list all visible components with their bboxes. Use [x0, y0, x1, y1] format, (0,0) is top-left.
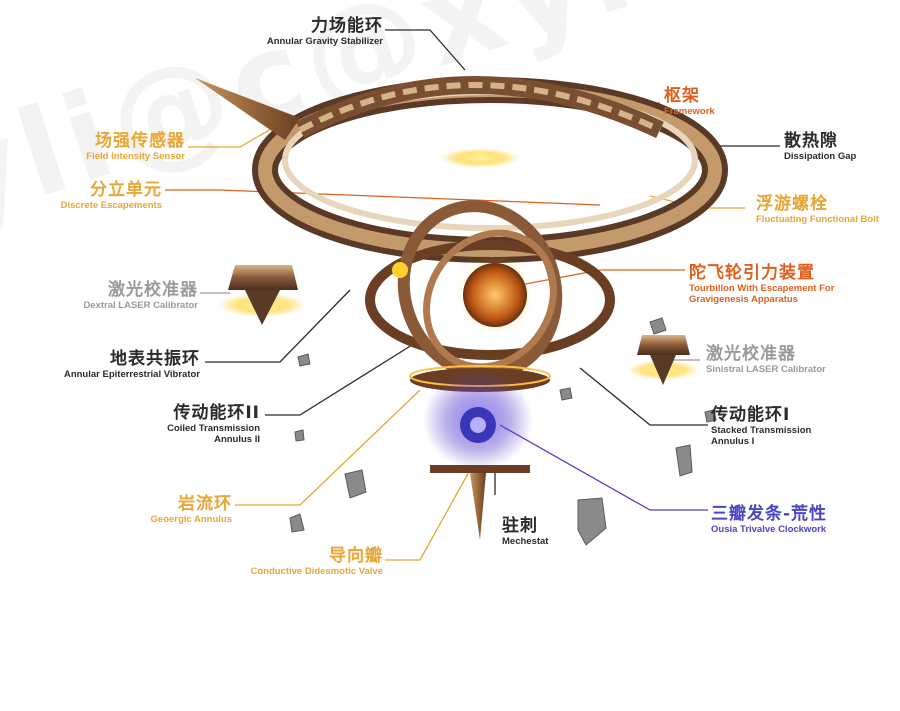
label-zh: 枢架 — [664, 86, 700, 106]
leader-stacked — [579, 367, 708, 426]
label-en: Sinistral LASER Calibrator — [706, 364, 826, 375]
label-en: Geoergic Annulus — [150, 514, 232, 525]
label-zh: 三瓣发条-荒性 — [711, 504, 828, 524]
label-zh: 浮游螺栓 — [756, 194, 828, 214]
label-en: Ousia Trivalve Clockwork — [711, 524, 827, 535]
label-ousia-clockwork: 三瓣发条-荒性 Ousia Trivalve Clockwork — [711, 504, 871, 535]
label-zh: 导向瓣 — [329, 546, 383, 566]
label-zh: 驻刺 — [502, 516, 538, 536]
label-zh: 激光校准器 — [108, 280, 198, 300]
label-framework: 枢架 Framework — [664, 86, 784, 117]
label-mechestat: 驻刺 Mechestat — [502, 516, 582, 547]
label-field-intensity-sensor: 场强传感器 Field Intensity Sensor — [50, 131, 185, 162]
label-en-line2: Gravigenesis Apparatus — [689, 294, 798, 305]
leader-discrete — [165, 189, 601, 206]
ousia-core — [423, 370, 533, 470]
label-zh: 岩流环 — [178, 494, 232, 514]
label-zh: 激光校准器 — [706, 344, 796, 364]
device-illustration — [165, 29, 780, 561]
dextral-calibrator — [218, 265, 306, 325]
label-zh: 分立单元 — [90, 180, 162, 200]
floating-debris — [289, 317, 717, 546]
label-discrete-escapements: 分立单元 Discrete Escapements — [30, 180, 162, 211]
label-zh: 传动能环I — [711, 405, 791, 425]
label-zh: 力场能环 — [311, 16, 383, 36]
field-sensor-spike — [195, 78, 300, 140]
label-en: Conductive Didesmotic Valve — [250, 566, 383, 577]
label-zh: 传动能环II — [173, 403, 260, 423]
tourbillon-assembly — [365, 200, 615, 380]
label-en: Dissipation Gap — [784, 151, 857, 162]
label-en-line2: Annulus I — [711, 436, 755, 447]
label-tourbillon: 陀飞轮引力装置 Tourbillon With Escapement For G… — [689, 263, 889, 305]
label-en-line1: Tourbillon With Escapement For — [689, 283, 835, 294]
label-zh: 场强传感器 — [95, 131, 185, 151]
label-en: Dextral LASER Calibrator — [83, 300, 198, 311]
leader-tourbillon — [519, 269, 685, 286]
label-en: Annular Epiterrestrial Vibrator — [63, 369, 200, 380]
label-fluctuating-bolt: 浮游螺栓 Fluctuating Functional Bolt — [756, 194, 898, 225]
label-en: Mechestat — [502, 536, 549, 547]
label-geoergic-annulus: 岩流环 Geoergic Annulus — [110, 494, 232, 525]
label-en-line1: Stacked Transmission — [711, 425, 812, 436]
label-epiterrestrial-vibrator: 地表共振环 Annular Epiterrestrial Vibrator — [30, 349, 200, 380]
label-zh: 地表共振环 — [110, 349, 200, 369]
leader-valve — [385, 469, 471, 561]
framework-ring — [252, 76, 728, 263]
label-annular-gravity-stabilizer: 力场能环 Annular Gravity Stabilizer — [235, 16, 383, 47]
label-zh: 陀飞轮引力装置 — [689, 263, 815, 283]
leader-epiterrestrial — [205, 289, 351, 363]
label-didesmotic-valve: 导向瓣 Conductive Didesmotic Valve — [230, 546, 383, 577]
label-sinistral-laser: 激光校准器 Sinistral LASER Calibrator — [706, 344, 866, 375]
label-en: Fluctuating Functional Bolt — [756, 214, 879, 225]
sinistral-calibrator — [627, 335, 699, 385]
leader-ousia — [499, 424, 708, 511]
leader-lines — [165, 29, 780, 561]
label-dissipation-gap: 散热隙 Dissipation Gap — [784, 131, 894, 162]
label-en: Framework — [664, 106, 715, 117]
label-en-line2: Annulus II — [214, 434, 260, 445]
label-en: Discrete Escapements — [60, 200, 162, 211]
leader-coiled — [265, 339, 421, 416]
label-en-line1: Coiled Transmission — [167, 423, 260, 434]
leader-annular-gravity — [385, 29, 466, 71]
label-zh: 散热隙 — [784, 131, 838, 151]
label-dextral-laser: 激光校准器 Dextral LASER Calibrator — [50, 280, 198, 311]
label-stacked-transmission: 传动能环I Stacked Transmission Annulus I — [711, 405, 851, 447]
mechestat-stake — [430, 465, 530, 540]
label-coiled-transmission: 传动能环II Coiled Transmission Annulus II — [120, 403, 260, 445]
label-en: Annular Gravity Stabilizer — [266, 36, 383, 47]
leader-geoergic — [235, 389, 421, 506]
label-en: Field Intensity Sensor — [86, 151, 185, 162]
